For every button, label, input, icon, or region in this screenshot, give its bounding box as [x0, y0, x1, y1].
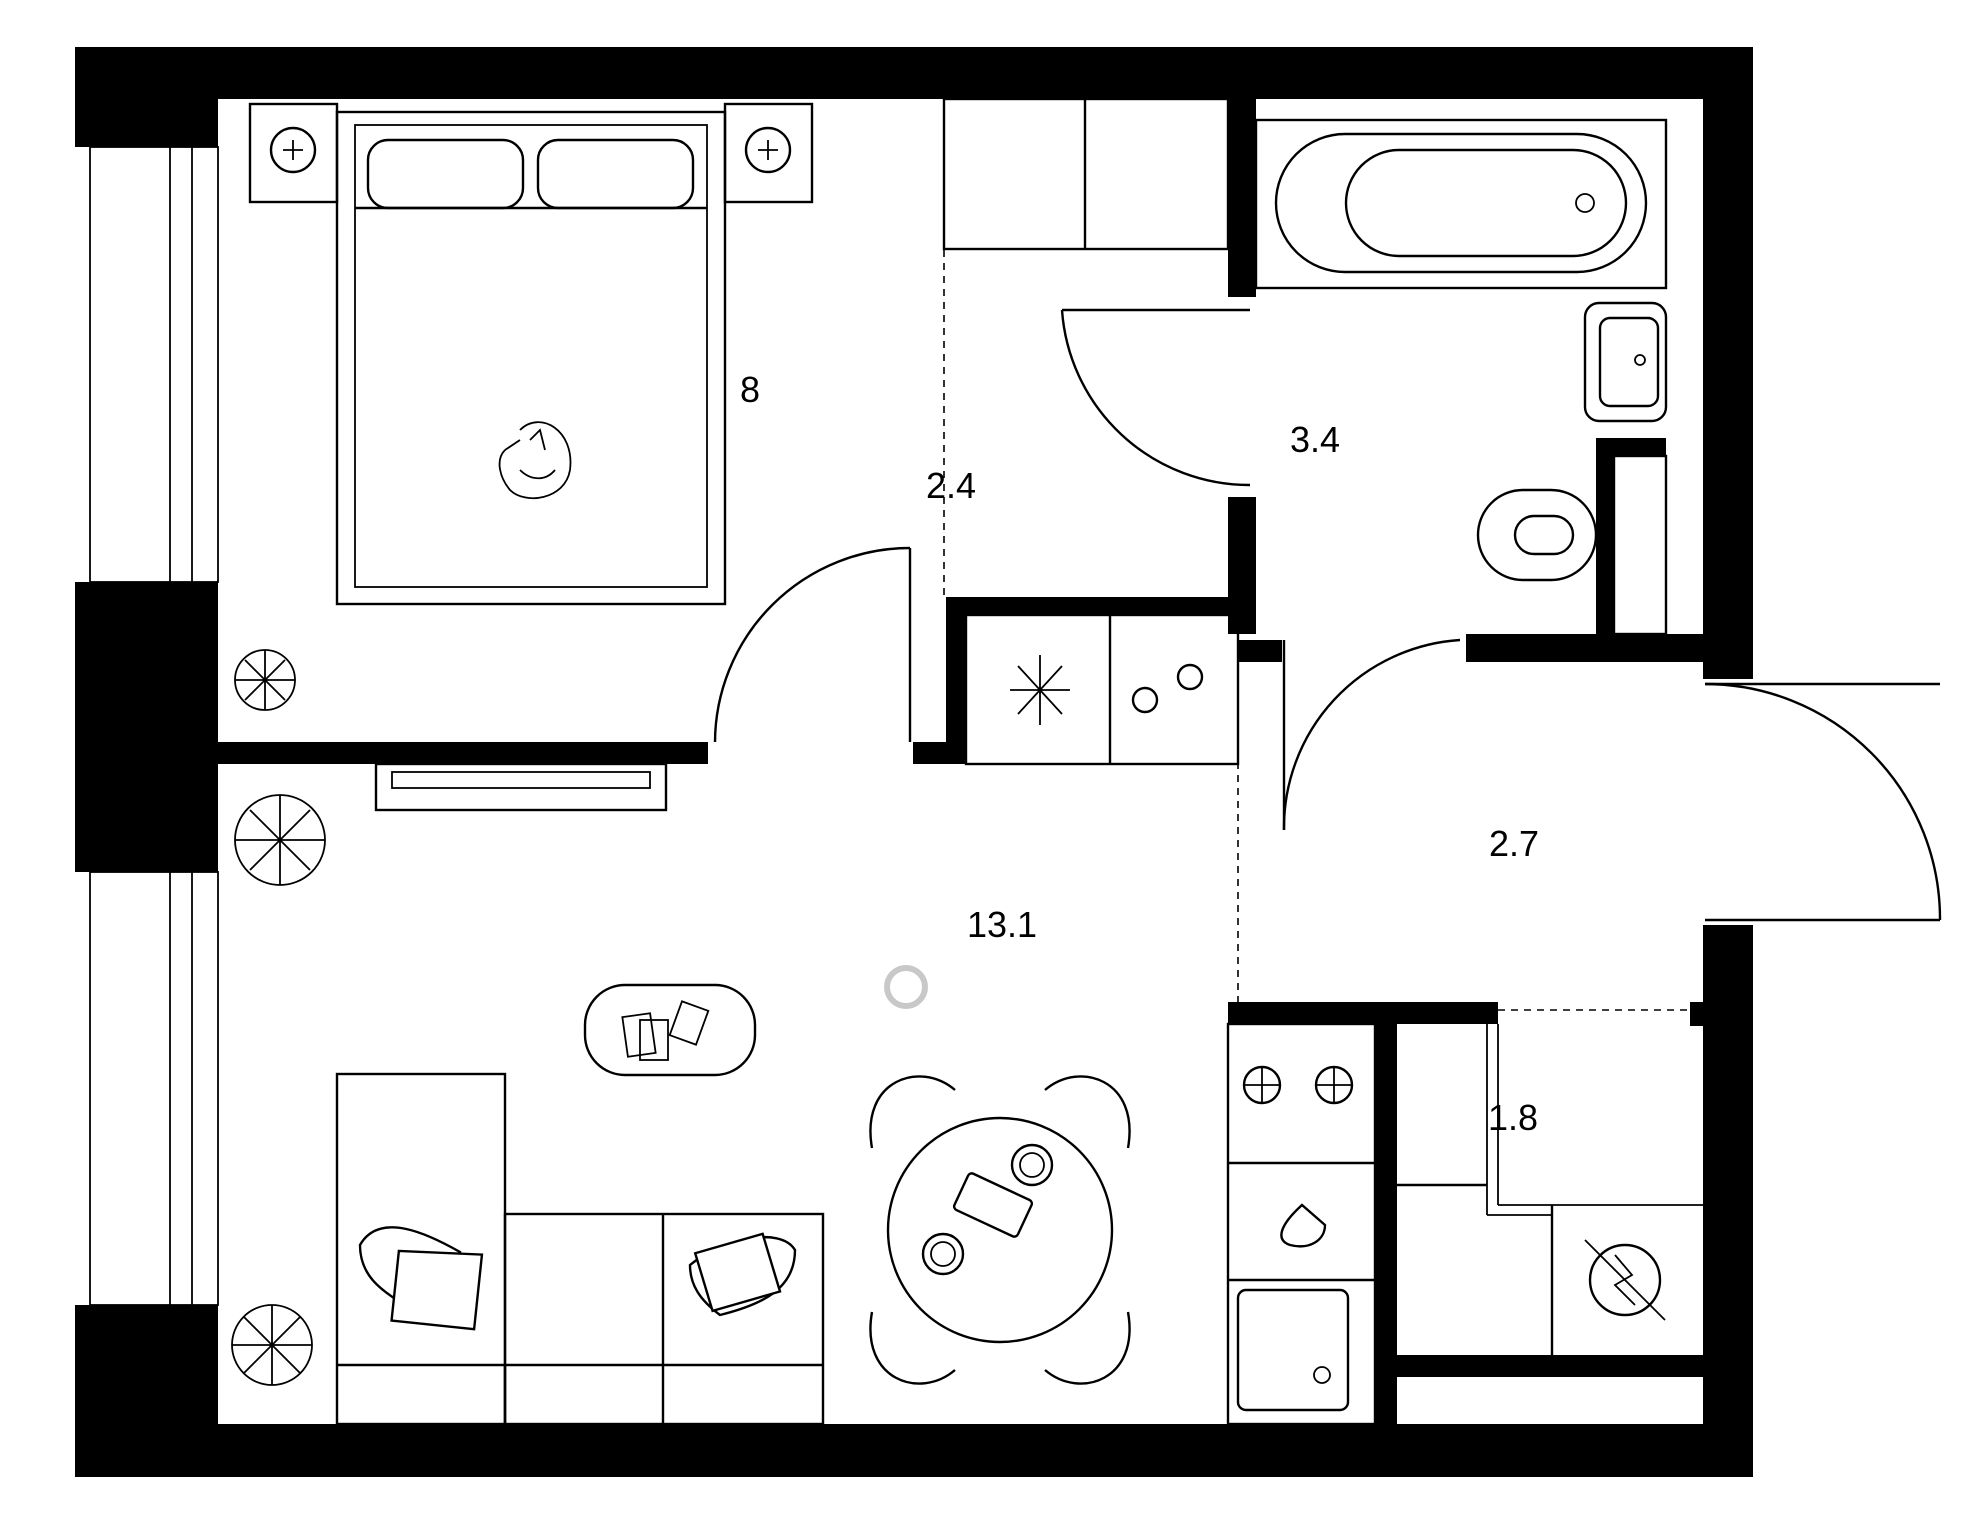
- area-label-living-kitchen: 13.1: [967, 904, 1037, 945]
- center-marker: [884, 965, 928, 1009]
- windows: [89, 146, 219, 1306]
- stove-icon: [1242, 1065, 1354, 1105]
- dining-table: [869, 1075, 1131, 1385]
- tv-unit: [374, 762, 668, 812]
- area-label-storage: 1.8: [1488, 1097, 1538, 1138]
- sofa: [335, 1072, 825, 1426]
- kitchen-counter: [1226, 1022, 1377, 1426]
- area-label-bathroom: 3.4: [1290, 419, 1340, 460]
- doors: [713, 308, 1942, 922]
- fridge-block: [964, 613, 1240, 766]
- area-label-hall: 2.7: [1489, 823, 1539, 864]
- plant-bedroom: [234, 649, 296, 711]
- plant-living-bottom: [231, 1304, 313, 1386]
- area-label-bedroom: 8: [740, 369, 760, 410]
- nightstand-left: [248, 102, 339, 204]
- bathtub: [1254, 118, 1668, 290]
- bed: [335, 110, 727, 606]
- storage-unit: [1397, 1024, 1703, 1355]
- cat-icon: [498, 421, 572, 499]
- water-drop-icon: [1280, 1203, 1327, 1248]
- electric-panel-icon: [1584, 1239, 1666, 1321]
- coffee-table: [583, 983, 757, 1077]
- plant-living-top: [234, 794, 326, 886]
- wardrobe: [942, 97, 1230, 251]
- kitchen-sink: [1236, 1288, 1350, 1412]
- cabinet: [1612, 454, 1668, 636]
- zone-lines: [943, 250, 1690, 1011]
- nightstand-right: [723, 102, 814, 204]
- toilet: [1476, 488, 1598, 582]
- area-label-corridor: 2.4: [926, 465, 976, 506]
- snowflake-icon: [1010, 655, 1070, 725]
- walls: [75, 47, 1753, 1477]
- area-labels: 8 2.4 3.4 2.7 13.1 1.8: [740, 369, 1539, 1138]
- sink: [1583, 301, 1668, 423]
